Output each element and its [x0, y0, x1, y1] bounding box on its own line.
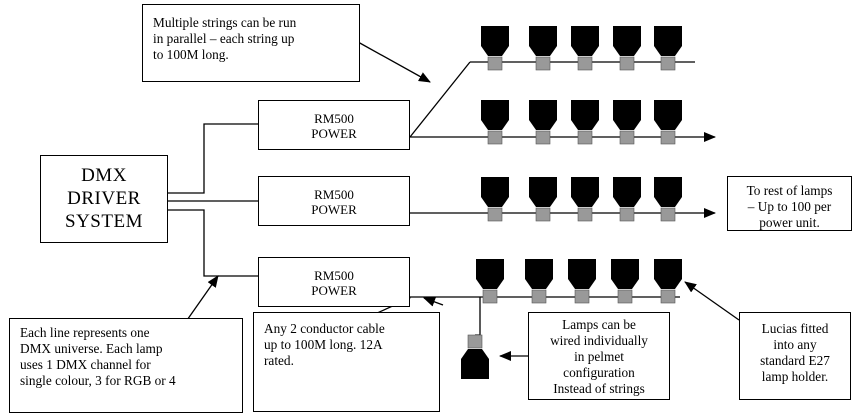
power-unit-2-label: POWER [311, 202, 357, 217]
lamp-string-2-lamp-4 [613, 100, 641, 145]
note-universe-line-3: uses 1 DMX channel for [20, 357, 151, 372]
note-cable-spec: Any 2 conductor cable up to 100M long. 1… [253, 312, 440, 412]
note-individual-wiring: Lamps can be wired individually in pelme… [528, 312, 670, 400]
note-parallel-line-3: to 100M long. [153, 47, 229, 62]
driver-line-2: DRIVER [67, 188, 141, 209]
note-parallel-line-1: Multiple strings can be run [153, 15, 297, 30]
note-holder-line-1: Lucias fitted [761, 321, 829, 336]
lamp-string-3-lamp-2 [529, 177, 557, 222]
lamp-string-3-lamp-1 [481, 177, 509, 222]
note-rest-of-lamps: To rest of lamps – Up to 100 per power u… [727, 176, 852, 231]
lamp-string-1-lamp-1 [481, 26, 509, 71]
driver-connections [168, 123, 258, 277]
note-rest-line-3: power unit. [759, 215, 820, 230]
lamp-string-2-lamp-2 [529, 100, 557, 145]
note-holder-line-2: into any [773, 337, 817, 352]
lamp-string-4-lamp-5 [654, 259, 682, 304]
lamp-string-4-lamp-3 [568, 259, 596, 304]
note-cable-line-3: rated. [264, 353, 294, 368]
driver-line-3: SYSTEM [65, 211, 143, 232]
note-universe-line-4: single colour, 3 for RGB or 4 [20, 373, 176, 388]
lamp-string-1-lamp-2 [529, 26, 557, 71]
lamp-string-2-lamp-5 [654, 100, 682, 145]
lamp-string-4-lamp-2 [525, 259, 553, 304]
individual-lamp [461, 334, 489, 379]
note-cable-line-1: Any 2 conductor cable [264, 321, 385, 336]
lamp-string-3-lamp-3 [571, 177, 599, 222]
note-individual-line-4: configuration [563, 365, 635, 380]
note-universe-line-1: Each line represents one [20, 325, 150, 340]
note-individual-line-3: in pelmet [574, 349, 624, 364]
lamp-string-4-lamp-4 [611, 259, 639, 304]
note-dmx-universe: Each line represents one DMX universe. E… [9, 318, 243, 413]
power-unit-1-label: POWER [311, 126, 357, 141]
power-unit-3: RM500 POWER [258, 257, 410, 307]
lamp-string-2-lamp-1 [481, 100, 509, 145]
power-unit-3-label: POWER [311, 283, 357, 298]
dmx-driver-box: DMX DRIVER SYSTEM [40, 155, 168, 243]
power-unit-2: RM500 POWER [258, 176, 410, 226]
note-rest-line-1: To rest of lamps [746, 183, 833, 198]
note-cable-line-2: up to 100M long. 12A [264, 337, 383, 352]
lamp-string-3-lamp-4 [613, 177, 641, 222]
lamp-string-1-lamp-5 [654, 26, 682, 71]
note-individual-line-5: Instead of strings [553, 381, 645, 396]
note-holder-line-3: standard E27 [760, 353, 830, 368]
lamp-string-4-lamp-1 [476, 259, 504, 304]
note-individual-line-1: Lamps can be [562, 317, 636, 332]
note-universe-line-2: DMX universe. Each lamp [20, 341, 163, 356]
lamp-string-2-lamp-3 [571, 100, 599, 145]
lamps-layer [461, 26, 682, 379]
note-parallel-line-2: in parallel – each string up [153, 31, 295, 46]
power-unit-2-model: RM500 [314, 187, 354, 202]
lamp-string-1-lamp-3 [571, 26, 599, 71]
note-individual-line-2: wired individually [550, 333, 648, 348]
power-unit-1-model: RM500 [314, 111, 354, 126]
power-unit-1: RM500 POWER [258, 100, 410, 150]
note-parallel-strings: Multiple strings can be run in parallel … [142, 4, 360, 82]
power-unit-3-model: RM500 [314, 268, 354, 283]
lamp-string-1-lamp-4 [613, 26, 641, 71]
note-rest-line-2: – Up to 100 per [747, 199, 832, 214]
lamp-string-3-lamp-5 [654, 177, 682, 222]
driver-line-1: DMX [81, 165, 127, 186]
note-lamp-holder: Lucias fitted into any standard E27 lamp… [739, 312, 851, 400]
note-holder-line-4: lamp holder. [761, 369, 829, 384]
